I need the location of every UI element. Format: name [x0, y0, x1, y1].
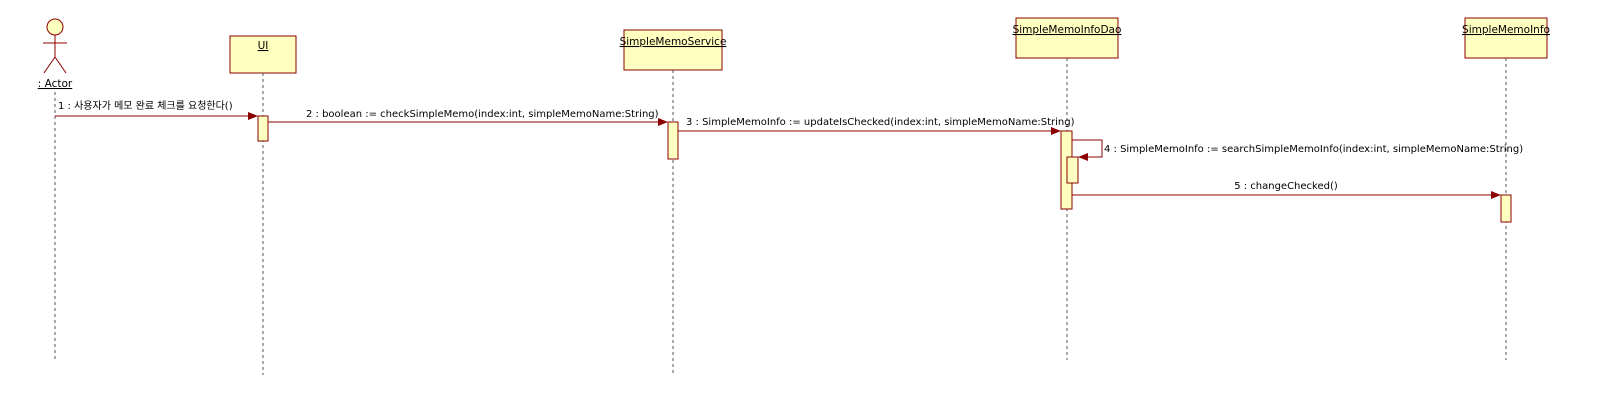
activation-ui: [257, 115, 269, 142]
actor[interactable]: : Actor: [38, 18, 73, 90]
message-4-arrow: [1072, 139, 1103, 161]
actor-left-leg: [43, 56, 56, 74]
participant-label: SimpleMemoInfo: [1462, 24, 1550, 36]
message-2-label: 2 : boolean := checkSimpleMemo(index:int…: [306, 109, 659, 120]
participant-ui[interactable]: UI: [229, 35, 297, 74]
participant-box: [229, 35, 297, 74]
participant-simplememoservice[interactable]: SimpleMemoService: [620, 29, 727, 71]
actor-label: : Actor: [38, 78, 73, 90]
actor-right-leg: [54, 56, 67, 74]
participant-simplememoinfodao[interactable]: SimpleMemoInfoDao: [1013, 17, 1122, 59]
activation-dao-nested: [1066, 156, 1079, 184]
activation-info: [1500, 194, 1512, 223]
participant-label: SimpleMemoInfoDao: [1013, 24, 1122, 36]
message-5-label: 5 : changeChecked(): [1234, 181, 1338, 192]
participant-box: [623, 29, 723, 71]
participant-box: [1464, 17, 1548, 59]
message-1-label: 1 : 사용자가 메모 완료 체크를 요청한다(): [58, 100, 233, 112]
activation-service: [667, 121, 679, 160]
message-4-label: 4 : SimpleMemoInfo := searchSimpleMemoIn…: [1104, 144, 1523, 155]
participant-label: UI: [258, 40, 269, 52]
message-3-label: 3 : SimpleMemoInfo := updateIsChecked(in…: [686, 117, 1075, 128]
participant-simplememoinfo[interactable]: SimpleMemoInfo: [1462, 17, 1550, 59]
actor-head: [46, 18, 64, 36]
participant-label: SimpleMemoService: [620, 36, 727, 48]
